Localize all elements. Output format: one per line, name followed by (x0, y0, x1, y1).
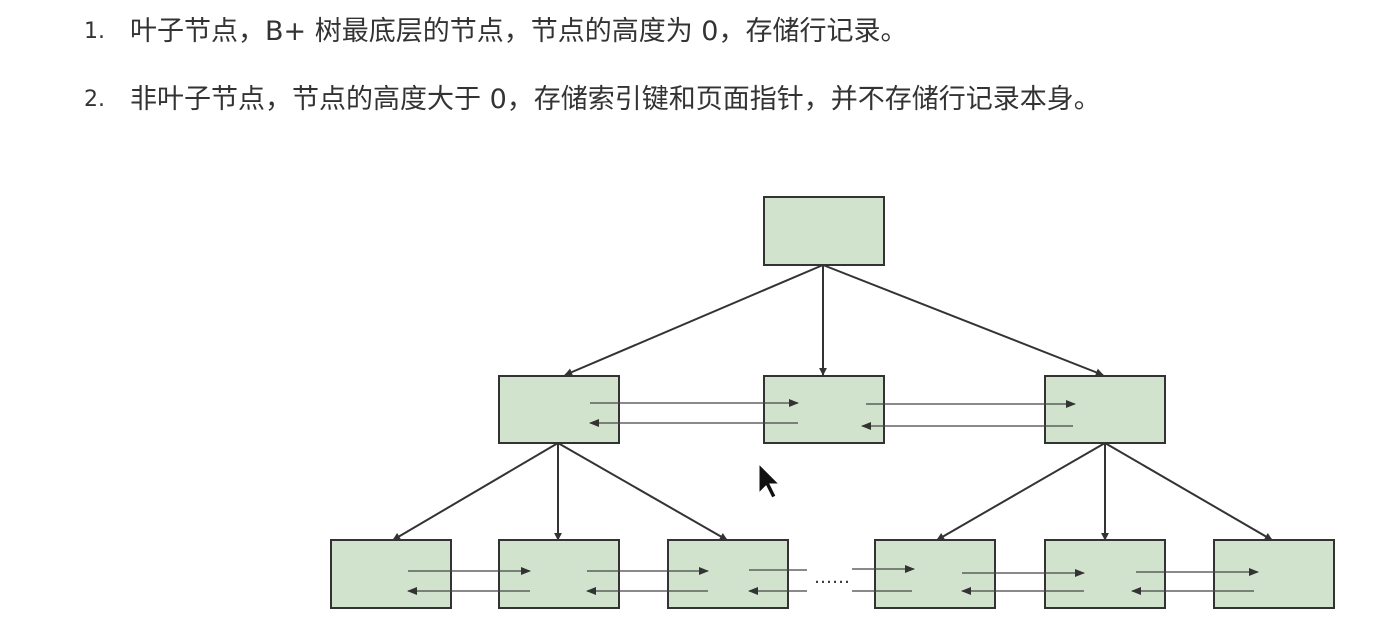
edge-right-to-leaf-4 (936, 442, 1106, 541)
internal-node-right (1044, 375, 1166, 444)
list-item-text: 叶子节点，B+ 树最底层的节点，节点的高度为 0，存储行记录。 (130, 16, 908, 47)
leaf-ellipsis: …… (814, 567, 850, 588)
internal-node-left (498, 375, 620, 444)
edge-root-to-right (822, 264, 1104, 377)
root-node (763, 196, 885, 266)
leaf-node-2 (498, 539, 620, 609)
leaf-node-1 (330, 539, 452, 609)
edge-right-to-leaf-6 (1104, 442, 1273, 541)
internal-node-middle (763, 375, 885, 444)
list-item-non-leaf-node: 2. 非叶子节点，节点的高度大于 0，存储索引键和页面指针，并不存储行记录本身。 (84, 78, 1364, 122)
list-item-number: 1. (84, 19, 105, 44)
edge-left-to-leaf-1 (392, 442, 559, 541)
leaf-node-5 (1044, 539, 1166, 609)
list-item-leaf-node: 1. 叶子节点，B+ 树最底层的节点，节点的高度为 0，存储行记录。 (84, 10, 1364, 54)
mouse-cursor-icon (758, 462, 781, 499)
leaf-node-6 (1213, 539, 1335, 609)
list-item-text: 非叶子节点，节点的高度大于 0，存储索引键和页面指针，并不存储行记录本身。 (130, 84, 1101, 115)
list-item-number: 2. (84, 87, 105, 112)
leaf-node-3 (667, 539, 789, 609)
leaf-node-4 (874, 539, 996, 609)
edge-root-to-left (564, 264, 824, 376)
definition-list: 1. 叶子节点，B+ 树最底层的节点，节点的高度为 0，存储行记录。 2. 非叶… (84, 10, 1364, 146)
edge-left-to-leaf-3 (557, 442, 728, 541)
